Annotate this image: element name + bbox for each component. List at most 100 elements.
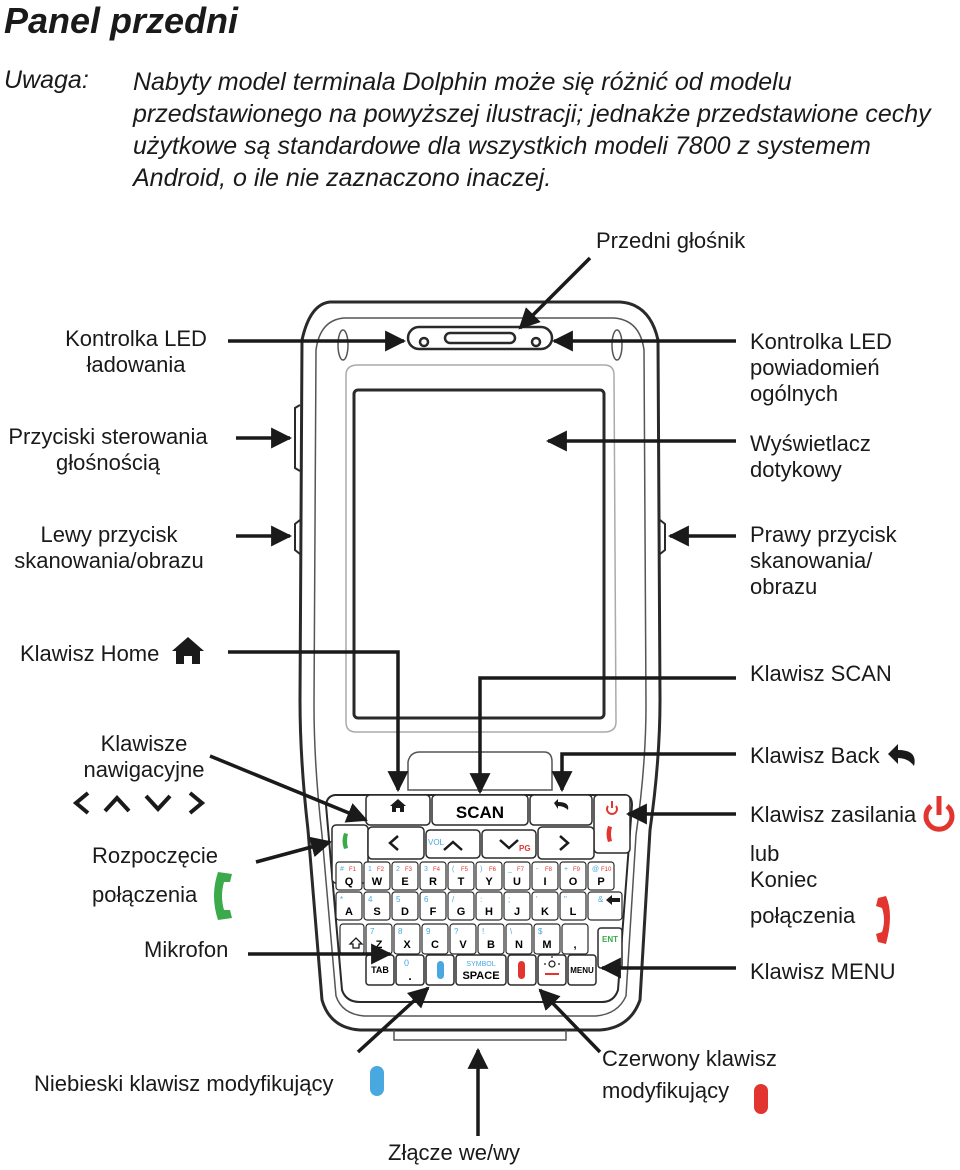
key-char: W [372, 876, 383, 888]
key-row3 [393, 923, 421, 955]
label-call-start-2: połączenia [92, 882, 198, 907]
key-sub: # [340, 866, 344, 873]
key-sub: / [452, 895, 455, 904]
label-end-call: połączenia [750, 903, 856, 928]
device-body [298, 300, 662, 1032]
svg-text:.: . [408, 969, 411, 983]
label-power-key: Klawisz zasilania [750, 802, 917, 827]
key-fn: F5 [461, 867, 469, 873]
key-r [419, 861, 447, 891]
key-w [363, 861, 391, 891]
key-row3 [477, 923, 505, 955]
label-front-speaker: Przedni głośnik [596, 228, 746, 253]
chevron-left-icon [72, 791, 90, 815]
blue-modifier-icon [370, 1066, 384, 1096]
key-t [447, 861, 475, 891]
key-sub: ( [452, 866, 455, 873]
key-char: E [401, 876, 408, 888]
key-char: N [515, 939, 523, 951]
function-keys [331, 794, 631, 884]
key-row3 [561, 923, 589, 955]
key-row3 [449, 923, 477, 955]
key-s [363, 891, 391, 921]
key-j [503, 891, 531, 921]
chevron-down-icon [144, 794, 172, 812]
key-y [475, 861, 503, 891]
key-row3 [421, 923, 449, 955]
key-char: K [541, 906, 549, 918]
key-char: M [542, 939, 551, 951]
key-char: A [345, 906, 353, 918]
key-shift [339, 923, 365, 955]
key-char: T [458, 876, 465, 888]
key-sub: 1 [368, 866, 372, 873]
label-red-modifier-2: modyfikujący [602, 1078, 730, 1103]
back-icon [888, 744, 915, 766]
front-speaker [406, 325, 554, 351]
key-fn: F4 [433, 867, 441, 873]
touch-display [352, 388, 606, 720]
svg-text:MENU: MENU [570, 966, 594, 975]
note-label: Uwaga: [4, 66, 89, 94]
chevron-up-icon [103, 795, 131, 813]
label-io-connector: Złącze we/wy [388, 1140, 521, 1165]
key-char: V [459, 939, 467, 951]
key-row3 [505, 923, 533, 955]
key-char: Y [485, 876, 493, 888]
key-p [587, 861, 615, 891]
key-char: J [514, 906, 520, 918]
key-sub: 4 [368, 895, 373, 904]
note-text: Nabyty model terminala Dolphin może się … [133, 68, 931, 192]
key-d [391, 891, 419, 921]
key-sub: 2 [396, 866, 400, 873]
key-f [419, 891, 447, 921]
key-backspace [587, 891, 623, 921]
key-char: Z [376, 939, 383, 951]
key-sub: \ [510, 927, 513, 936]
svg-text:SYMBOL: SYMBOL [466, 961, 495, 968]
label-menu-key: Klawisz MENU [750, 959, 896, 984]
key-char: G [457, 906, 466, 918]
power-key-icon [606, 801, 618, 815]
key-sub: 8 [398, 927, 403, 936]
key-char: X [403, 939, 411, 951]
page-title: Panel przedni [4, 0, 239, 41]
key-sub: ; [508, 895, 510, 904]
svg-text:ENT: ENT [602, 935, 618, 944]
key-char: D [401, 906, 409, 918]
red-modifier-icon [754, 1084, 768, 1114]
key-sub: + [564, 866, 568, 873]
key-sub: " [564, 895, 567, 904]
svg-text:TAB: TAB [371, 965, 389, 975]
key-sub: ' [536, 895, 538, 904]
key-sub: - [536, 866, 539, 873]
home-icon [172, 637, 204, 664]
key-l [559, 891, 587, 921]
key-row3 [533, 923, 561, 955]
key-char: H [485, 906, 493, 918]
key-sub: & [598, 895, 604, 904]
key-char: , [573, 939, 576, 951]
key-q [335, 861, 363, 891]
key-fn: F9 [573, 867, 581, 873]
key-char: S [373, 906, 380, 918]
key-sub: 7 [370, 927, 375, 936]
key-u [503, 861, 531, 891]
label-blue-modifier: Niebieski klawisz modyfikujący [34, 1071, 334, 1096]
svg-text:VOL: VOL [428, 838, 445, 847]
key-fn: F8 [545, 867, 553, 873]
key-char: U [513, 876, 521, 888]
key-sub: ? [454, 927, 459, 936]
key-char: C [431, 939, 439, 951]
key-e [391, 861, 419, 891]
key-sub: $ [538, 927, 543, 936]
key-fn: F2 [377, 867, 385, 873]
